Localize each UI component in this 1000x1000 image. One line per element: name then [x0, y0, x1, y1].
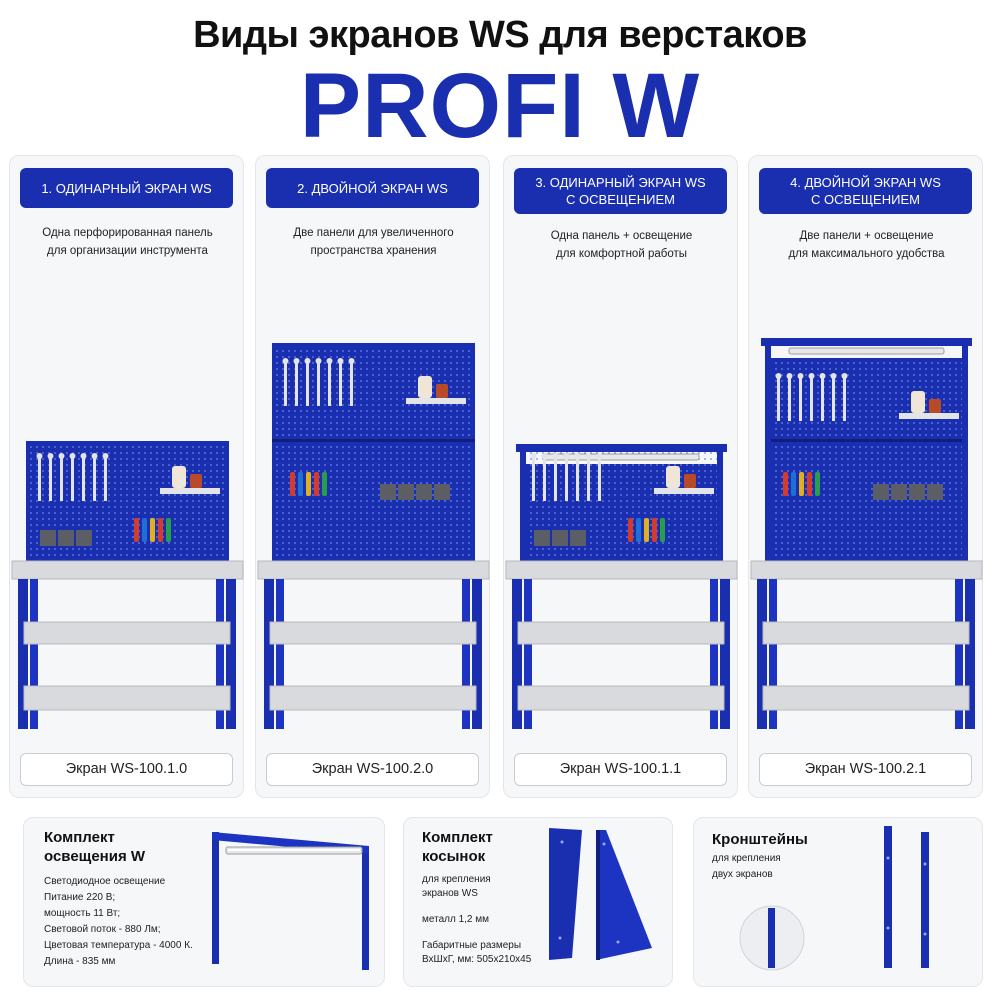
page-title: Виды экранов WS для верстаков [193, 14, 807, 56]
brackets-spec-line: для крепления [712, 853, 781, 864]
gussets-spec-line: Габаритные размеры [422, 940, 522, 951]
lighting-spec-line: Цветовая температура - 4000 К. [44, 940, 193, 951]
card-description: Одна панель + освещение для комфортной р… [550, 230, 693, 260]
card-double-screen: 2. ДВОЙНОЙ ЭКРАН WS Две панели для увели… [255, 155, 490, 798]
gussets-image [549, 828, 652, 960]
brackets-card: Кронштейны для крепления двух экранов [693, 817, 983, 987]
card-title: 3. ОДИНАРНЫЙ ЭКРАН WS С ОСВЕЩЕНИЕМ [514, 168, 727, 214]
gussets-spec-line: металл 1,2 мм [422, 914, 490, 925]
lighting-spec-line: Светодиодное освещение [44, 876, 166, 887]
model-label: Экран WS-100.2.1 [759, 753, 972, 786]
card-single-screen: 1. ОДИНАРНЫЙ ЭКРАН WS Одна перфорированн… [9, 155, 244, 798]
brackets-spec-line: двух экранов [712, 869, 773, 880]
page-subtitle: PROFI W [299, 55, 701, 157]
card-description: Две панели + освещение для максимального… [788, 230, 945, 260]
brackets-image [739, 826, 929, 971]
model-label: Экран WS-100.2.0 [266, 753, 479, 786]
card-title: 1. ОДИНАРНЫЙ ЭКРАН WS [20, 168, 233, 208]
gussets-kit-card: Комплект косынок для крепления экранов W… [403, 817, 673, 987]
workbench-double-screen-image [257, 343, 490, 729]
lighting-spec-line: мощность 11 Вт; [44, 908, 121, 919]
workbench-single-screen-image [11, 441, 244, 729]
lighting-spec-line: Питание 220 В; [44, 892, 116, 903]
lighting-spec-line: Длина - 835 мм [44, 956, 116, 967]
gussets-spec-line: экранов WS [422, 888, 478, 899]
brackets-title: Кронштейны [712, 831, 808, 848]
card-description: Одна перфорированная панель для организа… [42, 227, 213, 257]
workbench-single-screen-light-image [505, 444, 738, 729]
lighting-kit-title: Комплект освещения W [44, 829, 146, 865]
model-label: Экран WS-100.1.0 [20, 753, 233, 786]
card-double-screen-light: 4. ДВОЙНОЙ ЭКРАН WS С ОСВЕЩЕНИЕМ Две пан… [748, 155, 983, 798]
workbench-double-screen-light-image [750, 338, 983, 729]
lighting-kit-card: Комплект освещения W Светодиодное освеще… [23, 817, 385, 987]
model-label: Экран WS-100.1.1 [514, 753, 727, 786]
gussets-spec-line: ВхШхГ, мм: 505х210х45 [422, 954, 532, 965]
card-title: 2. ДВОЙНОЙ ЭКРАН WS [266, 168, 479, 208]
card-single-screen-light: 3. ОДИНАРНЫЙ ЭКРАН WS С ОСВЕЩЕНИЕМ Одна … [503, 155, 738, 798]
card-description: Две панели для увеличенного пространства… [293, 227, 454, 257]
card-title: 4. ДВОЙНОЙ ЭКРАН WS С ОСВЕЩЕНИЕМ [759, 168, 972, 214]
lighting-kit-image [212, 832, 369, 970]
lighting-spec-line: Световой поток - 880 Лм; [44, 924, 161, 935]
gussets-spec-line: для крепления [422, 874, 491, 885]
gussets-kit-title: Комплект косынок [422, 829, 493, 865]
